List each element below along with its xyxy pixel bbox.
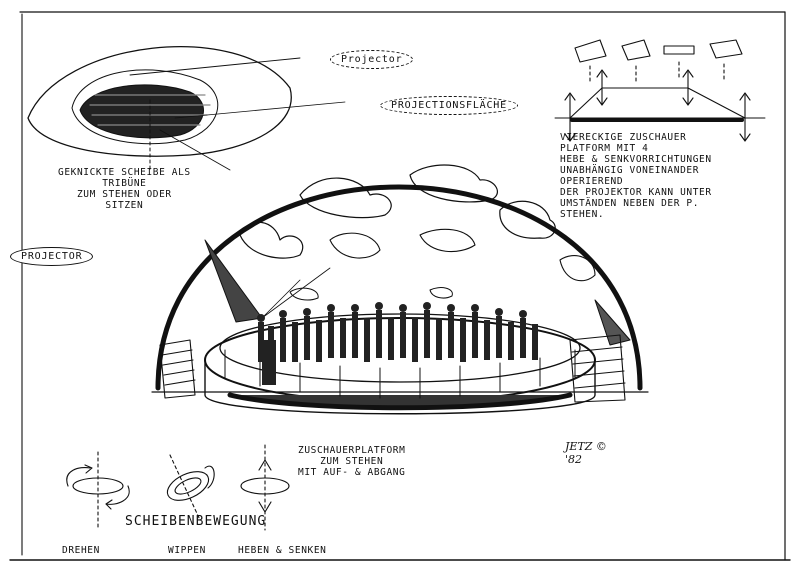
disc-caption: GEKNICKTE SCHEIBE ALS TRIBÜNE ZUM STEHEN… (58, 167, 191, 211)
viewer-platform-caption: ZUSCHAUERPLATFORM ZUM STEHEN MIT AUF- & … (298, 445, 406, 478)
disc-movement-diagrams (66, 444, 290, 531)
raise-lower-label: HEBEN & SENKEN (238, 545, 327, 556)
rotate-label: DREHEN (62, 545, 100, 556)
projector-label-top: Projector (330, 50, 414, 69)
tribune-disc-sketch (27, 46, 346, 171)
projector-label-top-text: Projector (341, 54, 403, 65)
viewer-platform-sketch (204, 302, 596, 415)
stairs-sketch (159, 334, 626, 403)
artist-signature: JETZ © '82 (565, 440, 607, 466)
projector-label-left-text: PROJECTOR (21, 251, 83, 262)
tilt-label: WIPPEN (168, 545, 206, 556)
projection-surface-label-text: PROJECTIONSFLÄCHE (391, 100, 507, 111)
disc-movement-title: SCHEIBENBEWEGUNG (125, 514, 267, 529)
dome-sketch (151, 164, 649, 393)
projector-label-left: PROJECTOR (10, 247, 94, 266)
square-platform-diagram (554, 39, 766, 142)
projection-surface-label: PROJECTIONSFLÄCHE (380, 96, 518, 115)
platform-caption: VIERECKIGE ZUSCHAUER PLATFORM MIT 4 HEBE… (560, 132, 712, 220)
